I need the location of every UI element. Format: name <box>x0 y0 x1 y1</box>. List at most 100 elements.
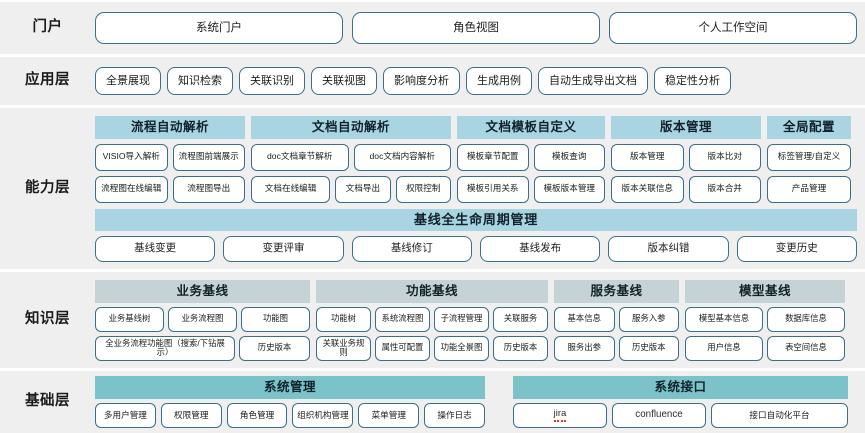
application-body: 全景展现 知识检索 关联识别 关联视图 影响度分析 生成用例 自动生成导出文档 … <box>95 67 857 95</box>
lifecycle-title: 基线全生命周期管理 <box>95 208 857 231</box>
portal-item-role-view[interactable]: 角色视图 <box>352 12 600 44</box>
base-item-jira[interactable]: jira <box>513 403 607 428</box>
lifecycle-item-baseline-release[interactable]: 基线发布 <box>479 235 601 262</box>
knowledge-group-title-model-baseline: 模型基线 <box>685 279 845 303</box>
cap-item-version-compare[interactable]: 版本比对 <box>688 143 761 171</box>
layer-label-capability: 能力层 <box>25 179 70 196</box>
cap-item-tag-mgmt-custom[interactable]: 标签管理/自定义 <box>767 143 851 171</box>
cap-item-template-version-mgmt[interactable]: 模板版本管理 <box>533 175 605 203</box>
knowledge-row: 用户信息 表空间信息 <box>685 335 845 361</box>
knowledge-row: 模型基本信息 数据库信息 <box>685 306 845 332</box>
cap-item-permission-control[interactable]: 权限控制 <box>395 175 451 203</box>
knowledge-group-service-baseline: 服务基线 基本信息 服务入参 服务出参 历史版本 <box>554 279 679 361</box>
lifecycle-item-baseline-revision[interactable]: 基线修订 <box>351 235 472 262</box>
cap-item-visio-import-parse[interactable]: VISIO导入解析 <box>95 143 168 171</box>
kn-item-function-tree[interactable]: 功能树 <box>316 306 371 332</box>
base-item-role-mgmt[interactable]: 角色管理 <box>226 403 288 428</box>
kn-item-attribute-configurable[interactable]: 属性可配置 <box>375 335 430 361</box>
base-item-confluence[interactable]: confluence <box>612 403 706 428</box>
base-row: jira confluence 接口自动化平台 <box>513 403 848 428</box>
cap-item-template-query[interactable]: 模板查询 <box>533 143 605 171</box>
portal-item-personal-workspace[interactable]: 个人工作空间 <box>609 12 857 44</box>
lifecycle-item-change-history[interactable]: 变更历史 <box>736 235 857 262</box>
kn-item-tablespace-info[interactable]: 表空间信息 <box>767 335 845 361</box>
portal-item-system-portal[interactable]: 系统门户 <box>95 12 343 44</box>
lifecycle-items: 基线变更 变更评审 基线修订 基线发布 版本纠错 变更历史 <box>95 235 857 262</box>
kn-item-business-baseline-tree[interactable]: 业务基线树 <box>95 306 164 332</box>
base-group-title-system-mgmt: 系统管理 <box>95 376 485 399</box>
kn-item-related-business-rule[interactable]: 关联业务规则 <box>316 335 371 361</box>
cap-item-flow-frontend-display[interactable]: 流程图前端展示 <box>172 143 245 171</box>
kn-item-user-info[interactable]: 用户信息 <box>685 335 763 361</box>
cap-item-template-reference[interactable]: 模板引用关系 <box>457 175 529 203</box>
kn-item-service-input-param[interactable]: 服务入参 <box>618 306 679 332</box>
base-item-interface-automation-platform[interactable]: 接口自动化平台 <box>711 403 848 428</box>
base-item-permission-mgmt[interactable]: 权限管理 <box>160 403 222 428</box>
knowledge-row: 功能树 系统流程图 子流程管理 关联服务 <box>316 306 548 332</box>
capability-group-doc-template: 文档模板自定义 模板章节配置 模板查询 模板引用关系 模板版本管理 <box>457 115 605 203</box>
base-item-operation-log[interactable]: 操作日志 <box>424 403 485 428</box>
lifecycle-item-baseline-change[interactable]: 基线变更 <box>95 235 216 262</box>
app-item-stability-analysis[interactable]: 稳定性分析 <box>654 67 731 95</box>
kn-item-system-flowchart[interactable]: 系统流程图 <box>375 306 430 332</box>
cap-item-template-chapter-config[interactable]: 模板章节配置 <box>457 143 529 171</box>
layer-label-knowledge: 知识层 <box>25 311 70 328</box>
cap-item-product-mgmt[interactable]: 产品管理 <box>767 175 851 203</box>
app-item-auto-export-doc[interactable]: 自动生成导出文档 <box>538 67 648 95</box>
capability-row: 文档在线编辑 文档导出 权限控制 <box>251 175 451 203</box>
knowledge-groups: 业务基线 业务基线树 业务流程图 功能图 全业务流程功能图（搜索/下钻展示） 历… <box>95 279 857 361</box>
base-item-org-structure-mgmt[interactable]: 组织机构管理 <box>292 403 354 428</box>
capability-row: 产品管理 <box>767 175 851 203</box>
knowledge-row: 关联业务规则 属性可配置 功能全景图 历史版本 <box>316 335 548 361</box>
layer-label-base: 基础层 <box>25 393 70 410</box>
capability-group-title-doc-parse: 文档自动解析 <box>251 115 451 139</box>
capability-group-title-process-parse: 流程自动解析 <box>95 115 245 139</box>
layer-application: 应用层 全景展现 知识检索 关联识别 关联视图 影响度分析 生成用例 自动生成导… <box>0 57 865 105</box>
capability-groups: 流程自动解析 VISIO导入解析 流程图前端展示 流程图在线编辑 流程图导出 文… <box>95 115 857 203</box>
base-item-menu-mgmt[interactable]: 菜单管理 <box>358 403 420 428</box>
kn-item-model-basic-info[interactable]: 模型基本信息 <box>685 306 763 332</box>
app-item-impact-analysis[interactable]: 影响度分析 <box>383 67 460 95</box>
knowledge-group-function-baseline: 功能基线 功能树 系统流程图 子流程管理 关联服务 关联业务规则 属性可配置 功… <box>316 279 548 361</box>
kn-item-history-version-function[interactable]: 历史版本 <box>493 335 548 361</box>
knowledge-row: 基本信息 服务入参 <box>554 306 679 332</box>
knowledge-body: 业务基线 业务基线树 业务流程图 功能图 全业务流程功能图（搜索/下钻展示） 历… <box>95 279 857 361</box>
cap-item-doc-online-edit[interactable]: 文档在线编辑 <box>251 175 331 203</box>
kn-item-basic-info[interactable]: 基本信息 <box>554 306 615 332</box>
cap-item-version-mgmt[interactable]: 版本管理 <box>611 143 684 171</box>
lifecycle-item-version-correction[interactable]: 版本纠错 <box>608 235 729 262</box>
cap-item-version-merge[interactable]: 版本合并 <box>688 175 761 203</box>
jira-label: jira <box>553 408 567 423</box>
app-item-knowledge-search[interactable]: 知识检索 <box>167 67 233 95</box>
knowledge-group-title-function-baseline: 功能基线 <box>316 279 548 303</box>
cap-item-doc-chapter-parse[interactable]: doc文档章节解析 <box>251 143 349 171</box>
app-item-panorama[interactable]: 全景展现 <box>95 67 161 95</box>
kn-item-related-service[interactable]: 关联服务 <box>493 306 548 332</box>
cap-item-doc-content-parse[interactable]: doc文档内容解析 <box>353 143 451 171</box>
cap-item-version-relation-info[interactable]: 版本关联信息 <box>611 175 684 203</box>
capability-content: 流程自动解析 VISIO导入解析 流程图前端展示 流程图在线编辑 流程图导出 文… <box>95 115 857 262</box>
lifecycle-item-change-review[interactable]: 变更评审 <box>223 235 344 262</box>
cap-item-flow-online-edit[interactable]: 流程图在线编辑 <box>95 175 168 203</box>
knowledge-group-title-business-baseline: 业务基线 <box>95 279 310 303</box>
cap-item-doc-export[interactable]: 文档导出 <box>335 175 391 203</box>
kn-item-function-diagram[interactable]: 功能图 <box>241 306 310 332</box>
kn-item-business-flowchart[interactable]: 业务流程图 <box>168 306 237 332</box>
app-item-generate-case[interactable]: 生成用例 <box>466 67 532 95</box>
kn-item-full-business-flow-function-diagram[interactable]: 全业务流程功能图（搜索/下钻展示） <box>95 335 236 361</box>
kn-item-history-version-service[interactable]: 历史版本 <box>618 335 679 361</box>
base-item-multi-user-mgmt[interactable]: 多用户管理 <box>95 403 156 428</box>
knowledge-row: 全业务流程功能图（搜索/下钻展示） 历史版本 <box>95 335 310 361</box>
kn-item-database-info[interactable]: 数据库信息 <box>767 306 845 332</box>
kn-item-subprocess-mgmt[interactable]: 子流程管理 <box>434 306 489 332</box>
kn-item-history-version[interactable]: 历史版本 <box>239 335 310 361</box>
base-group-system-interface: 系统接口 jira confluence 接口自动化平台 <box>513 376 848 428</box>
kn-item-function-panorama[interactable]: 功能全景图 <box>434 335 489 361</box>
cap-item-flow-export[interactable]: 流程图导出 <box>172 175 245 203</box>
app-item-relation-view[interactable]: 关联视图 <box>311 67 377 95</box>
kn-item-service-output-param[interactable]: 服务出参 <box>554 335 615 361</box>
capability-row: 流程图在线编辑 流程图导出 <box>95 175 245 203</box>
app-item-relation-recognition[interactable]: 关联识别 <box>239 67 305 95</box>
layer-label-application: 应用层 <box>25 72 70 89</box>
